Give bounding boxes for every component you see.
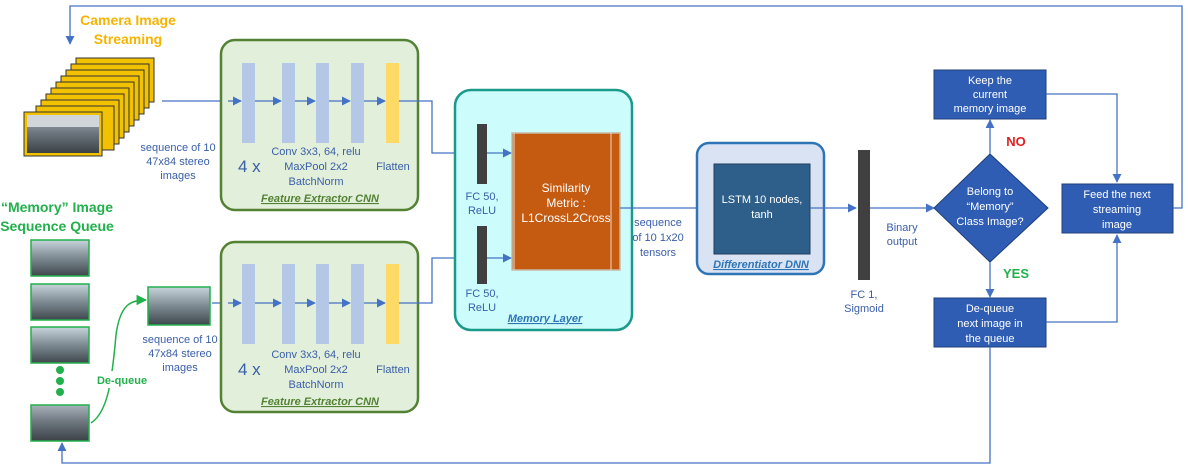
dequeue-label: De-queue xyxy=(97,375,147,387)
cnn-top-conv-line2: MaxPool 2x2 xyxy=(284,161,348,173)
binary-line2: output xyxy=(887,236,918,248)
differentiator-dnn xyxy=(695,141,826,276)
decision-line2: “Memory” xyxy=(966,201,1013,213)
differentiator-caption: Differentiator DNN xyxy=(713,259,810,271)
lstm-line2: tanh xyxy=(751,209,772,221)
keep-line1: Keep the xyxy=(968,75,1012,87)
camera-seq-line3: images xyxy=(160,170,196,182)
similarity-line2: Metric : xyxy=(546,196,585,210)
cnn-bottom-flatten: Flatten xyxy=(376,364,410,376)
conv-layer-bar xyxy=(316,63,329,143)
lstm-box xyxy=(713,163,811,255)
memory-current-image xyxy=(147,286,211,326)
feed-line2: streaming xyxy=(1093,204,1141,216)
similarity-metric-box xyxy=(511,132,621,271)
memory-layer-caption: Memory Layer xyxy=(508,313,583,325)
cnn-bottom-caption: Feature Extractor CNN xyxy=(261,396,380,408)
fc-top-line1: FC 50, xyxy=(465,191,498,203)
conv-layer-bar xyxy=(316,264,329,344)
similarity-line3: L1CrossL2Cross xyxy=(521,211,610,225)
decision-line1: Belong to xyxy=(967,186,1013,198)
keep-line3: memory image xyxy=(954,103,1027,115)
tensors-line1: sequence xyxy=(634,217,682,229)
arrow-dequeue-to-feed xyxy=(1046,234,1122,323)
cnn-bottom-conv-line3: BatchNorm xyxy=(288,379,343,391)
arrow-dequeue xyxy=(90,294,148,424)
cnn-top-multiplier: 4 x xyxy=(238,157,261,176)
cnn-bottom-multiplier: 4 x xyxy=(238,360,261,379)
feature-extractor-cnn-top xyxy=(219,38,420,212)
fc-top-bar xyxy=(477,124,487,184)
fc-top-line2: ReLU xyxy=(468,205,496,217)
cnn-top-caption: Feature Extractor CNN xyxy=(261,193,380,205)
binary-line1: Binary xyxy=(886,222,918,234)
decision-line3: Class Image? xyxy=(956,216,1023,228)
tensors-line2: of 10 1x20 xyxy=(632,232,683,244)
conv-layer-bar xyxy=(242,264,255,344)
conv-layer-bar xyxy=(351,63,364,143)
decision-yes-label: YES xyxy=(1003,266,1029,281)
cnn-top-conv-line1: Conv 3x3, 64, relu xyxy=(271,146,360,158)
conv-layer-bar xyxy=(242,63,255,143)
cnn-bottom-conv-line2: MaxPool 2x2 xyxy=(284,364,348,376)
lstm-line1: LSTM 10 nodes, xyxy=(722,194,803,206)
memory-seq-line3: images xyxy=(162,362,198,374)
decision-no-label: NO xyxy=(1006,134,1026,149)
cnn-top-conv-line3: BatchNorm xyxy=(288,176,343,188)
dequeue-line3: the queue xyxy=(966,333,1015,345)
dequeue-line2: next image in xyxy=(957,318,1022,330)
camera-image-stack xyxy=(23,57,155,157)
arrow-cnn-bottom-to-fc xyxy=(399,253,471,304)
keep-memory-box xyxy=(933,69,1047,120)
fc-bottom-bar xyxy=(477,226,487,284)
fc-bottom-line2: ReLU xyxy=(468,302,496,314)
feature-extractor-cnn-bottom xyxy=(219,240,420,414)
arrow-keep-to-feed xyxy=(1046,93,1122,183)
memory-queue-images xyxy=(30,239,90,442)
memory-layer xyxy=(453,88,634,332)
keep-line2: current xyxy=(973,89,1007,101)
feed-line3: image xyxy=(1102,219,1132,231)
tensors-line3: tensors xyxy=(640,247,677,259)
fc-bottom-line1: FC 50, xyxy=(465,288,498,300)
flatten-bar xyxy=(386,264,399,344)
camera-title-line1: Camera Image xyxy=(80,12,176,28)
dequeue-line1: De-queue xyxy=(966,303,1014,315)
conv-layer-bar xyxy=(351,264,364,344)
conv-layer-bar xyxy=(282,63,295,143)
feed-line1: Feed the next xyxy=(1083,189,1150,201)
camera-seq-line2: 47x84 stereo xyxy=(146,156,210,168)
memory-queue-title-line1: “Memory” Image xyxy=(1,199,113,215)
conv-layer-bar xyxy=(282,264,295,344)
arrow-feedback-to-camera xyxy=(65,5,1183,209)
similarity-line1: Similarity xyxy=(542,181,591,195)
arrow-feedback-to-queue xyxy=(57,347,991,464)
camera-title-line2: Streaming xyxy=(94,31,162,47)
flatten-bar xyxy=(386,63,399,143)
cnn-bottom-conv-line1: Conv 3x3, 64, relu xyxy=(271,349,360,361)
memory-queue-title-line2: Sequence Queue xyxy=(0,218,114,234)
memory-seq-line1: sequence of 10 xyxy=(142,334,217,346)
cnn-top-flatten: Flatten xyxy=(376,161,410,173)
fc1-bar xyxy=(858,150,870,280)
memory-seq-line2: 47x84 stereo xyxy=(148,348,212,360)
camera-seq-line1: sequence of 10 xyxy=(140,142,215,154)
arrow-cnn-top-to-fc xyxy=(399,100,471,158)
fc1-line2: Sigmoid xyxy=(844,303,884,315)
fc1-line1: FC 1, xyxy=(851,289,878,301)
